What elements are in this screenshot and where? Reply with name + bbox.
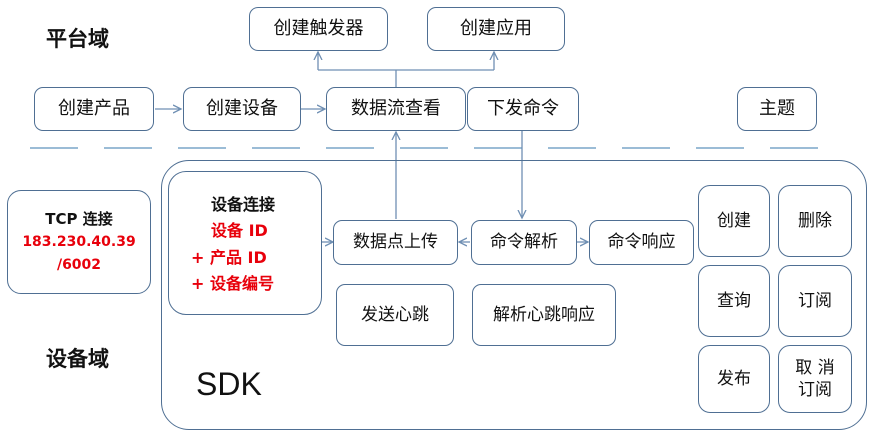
tcp-ip: 183.230.40.39 (22, 234, 136, 251)
topic-query-box: 查询 (698, 265, 770, 337)
device-id-line: 设备 ID (211, 221, 268, 241)
create-device-box: 创建设备 (183, 87, 301, 131)
create-app-box: 创建应用 (427, 7, 565, 51)
topic-subscribe-box: 订阅 (778, 265, 852, 337)
unsubscribe-line1: 取 消 (795, 357, 835, 378)
create-trigger-box: 创建触发器 (249, 7, 388, 51)
create-product-box: 创建产品 (34, 87, 154, 131)
sdk-frame (161, 160, 867, 430)
platform-domain-label: 平台域 (46, 27, 109, 51)
send-command-box: 下发命令 (467, 87, 579, 131)
datastream-box: 数据流查看 (326, 87, 466, 131)
tcp-title: TCP 连接 (45, 210, 113, 229)
product-id-line: + 产品 ID (191, 247, 267, 267)
device-connect-box: 设备连接 设备 ID + 产品 ID + 设备编号 (168, 171, 322, 315)
parse-heartbeat-box: 解析心跳响应 (472, 284, 616, 346)
command-parse-box: 命令解析 (471, 220, 577, 265)
topic-create-box: 创建 (698, 185, 770, 257)
send-heartbeat-box: 发送心跳 (336, 284, 454, 346)
sdk-title: SDK (196, 366, 262, 402)
tcp-connection-box: TCP 连接 183.230.40.39 /6002 (7, 190, 151, 294)
topic-unsubscribe-box: 取 消 订阅 (778, 345, 852, 413)
datapoint-upload-box: 数据点上传 (333, 220, 458, 265)
topic-publish-box: 发布 (698, 345, 770, 413)
topic-box: 主题 (737, 87, 817, 131)
topic-delete-box: 删除 (778, 185, 852, 257)
unsubscribe-line2: 订阅 (798, 380, 832, 400)
device-domain-label: 设备域 (46, 347, 109, 371)
device-connect-title: 设备连接 (211, 195, 276, 214)
device-number-line: + 设备编号 (191, 274, 274, 294)
tcp-port: /6002 (56, 257, 102, 273)
command-response-box: 命令响应 (589, 220, 694, 265)
